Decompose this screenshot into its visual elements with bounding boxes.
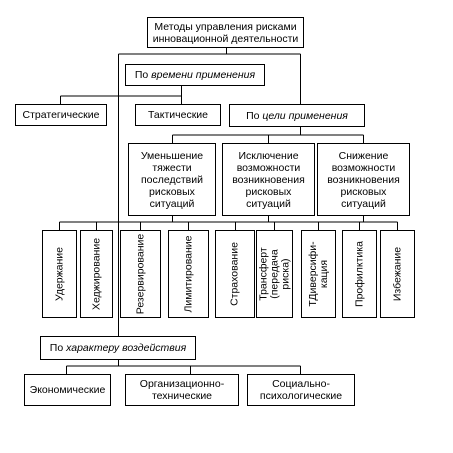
by-impact-emphasis: характеру воздействия (66, 342, 187, 354)
method-insurance-label: Страхование (228, 242, 241, 306)
economic-node: Экономические (24, 374, 111, 406)
by-time-node: По времени применения (125, 64, 265, 86)
method-transfer: Трансферт (передача риска) (256, 230, 293, 318)
group-reduce-severity: Уменьшение тяжести последствий рисковых … (128, 143, 216, 216)
method-hedging: Хеджирование (80, 230, 113, 318)
method-limiting-label: Лимитирование (182, 235, 194, 313)
group-exclude-possibility: Исключение возможности возникновения рис… (222, 143, 315, 216)
method-hedging-label: Хеджирование (90, 237, 102, 311)
group-reduce-possibility: Снижение возможности возникновения риско… (317, 143, 410, 216)
method-prevention: Профилктика (342, 230, 377, 318)
method-reserving: Резервирование (120, 230, 161, 318)
by-goal-node: По цели применения (229, 104, 365, 127)
by-goal-emphasis: цели применения (262, 109, 348, 122)
method-diversification-label: ТДиверсифи- кация (306, 241, 330, 307)
by-impact-node: По характеру воздействия (40, 336, 196, 360)
by-time-emphasis: времени применения (151, 69, 256, 81)
method-insurance: Страхование (215, 230, 255, 318)
method-retention-label: Удержание (53, 246, 65, 302)
method-transfer-label: Трансферт (передача риска) (257, 247, 291, 301)
method-reserving-label: Резервирование (134, 233, 146, 315)
organizational-technical-node: Организационно- технические (125, 374, 239, 406)
method-limiting: Лимитирование (168, 230, 209, 318)
strategic-node: Стратегические (15, 104, 107, 126)
by-time-prefix: По (134, 69, 152, 81)
socio-psychological-node: Социально- психологические (247, 374, 355, 406)
method-avoidance: Избежание (380, 230, 415, 318)
root-node: Методы управления рисками инновационной … (147, 17, 304, 48)
method-prevention-label: Профилктика (353, 241, 365, 307)
method-diversification: ТДиверсифи- кация (301, 230, 336, 318)
method-retention: Удержание (42, 230, 77, 318)
by-impact-prefix: По (49, 342, 67, 354)
method-avoidance-label: Избежание (391, 246, 403, 302)
by-goal-prefix: По (246, 109, 263, 122)
tactical-node: Тактические (135, 104, 221, 126)
